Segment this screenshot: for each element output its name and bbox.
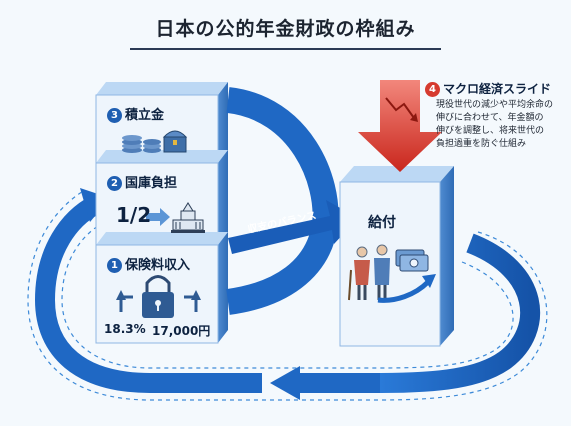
padlock-icon [142, 275, 174, 318]
macro-slide-line-2: 伸びに合わせて、年金額の [436, 113, 544, 123]
reserve-number-badge: 3 [107, 108, 122, 123]
macro-slide-arrow [358, 80, 442, 172]
macro-slide-number-badge: 4 [425, 82, 440, 97]
treasury-text: 国庫負担 [125, 176, 178, 191]
premium-amount: 17,000円 [152, 324, 211, 338]
elderly-couple-icon [348, 244, 390, 301]
premium-number-badge: 1 [107, 258, 122, 273]
macro-slide-title-text: マクロ経済スライド [443, 82, 552, 96]
reserve-text: 積立金 [125, 108, 165, 123]
cycle-dashed-lines [27, 189, 548, 401]
macro-slide-description: 現役世代の減少や平均余命の 伸びに合わせて、年金額の 伸びを調整し、将来世代の … [436, 99, 553, 151]
macro-slide-line-1: 現役世代の減少や平均余命の [436, 100, 554, 110]
balance-arrow [228, 200, 358, 254]
treasury-fraction: 1/2 [116, 203, 152, 227]
reserve-flow-arrow [225, 87, 339, 315]
page-title: 日本の公的年金財政の枠組み [155, 18, 416, 40]
title-underline [130, 48, 441, 50]
macro-slide-line-4: 負担過重を防ぐ仕組み [436, 139, 527, 149]
money-bills-icon [395, 249, 429, 272]
treasury-block [95, 150, 228, 246]
premium-rate: 18.3% [104, 322, 146, 336]
macro-slide-line-3: 伸びを調整し、将来世代の [436, 126, 545, 136]
benefit-label: 給付 [368, 215, 396, 231]
curved-up-arrow-icon [377, 274, 436, 303]
treasure-chest-icon [162, 130, 188, 153]
right-arrow-icon [146, 208, 170, 226]
up-arrow-right-icon [184, 290, 201, 312]
coins-icon [122, 135, 161, 153]
premium-text: 保険料収入 [125, 258, 191, 273]
up-arrow-left-icon [116, 290, 133, 312]
cycle-arrow-bottom [34, 188, 541, 400]
treasury-number-badge: 2 [107, 176, 122, 191]
diet-building-icon [171, 202, 205, 233]
